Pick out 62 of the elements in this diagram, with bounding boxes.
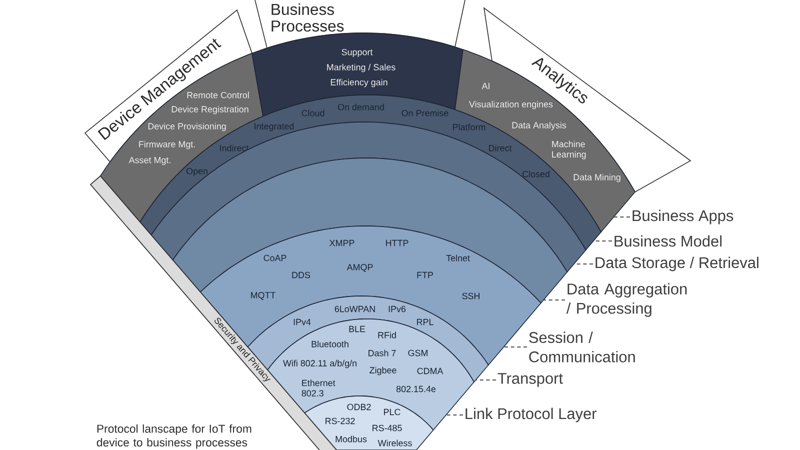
item-label: Dash 7 [368, 350, 396, 356]
item-label: IPv6 [388, 306, 406, 312]
item-label: Asset Mgt. [128, 156, 170, 165]
item-label: SSH [462, 292, 480, 300]
leader-line [446, 414, 463, 416]
item-label: MQTT [251, 292, 276, 300]
item-label: HTTP [386, 240, 408, 246]
layer-label: Transport [498, 373, 563, 387]
item-label: Platform [453, 124, 486, 130]
item-label: RS-485 [372, 424, 402, 432]
item-label: 802.15.4e [396, 386, 436, 392]
item-label: Device Provisioning [148, 122, 226, 132]
item-label: Indirect [220, 144, 249, 152]
item-label: Machine Learning [552, 140, 586, 160]
item-label: IPv4 [294, 318, 311, 326]
item-label: DDS [292, 272, 310, 278]
item-label: Wireless [378, 440, 412, 446]
item-label: Support [342, 48, 373, 58]
item-label: Modbus [336, 436, 367, 442]
item-label: Open [186, 168, 208, 176]
ring-band [172, 158, 568, 304]
item-label: BLE [349, 326, 366, 332]
item-label: Marketing / Sales [327, 64, 396, 72]
layer-label: Link Protocol Layer [466, 408, 596, 422]
layer-label: Business Model [614, 235, 722, 247]
item-label: On demand [338, 104, 384, 110]
leader-line [543, 299, 565, 301]
item-label: Data Analysis [512, 122, 566, 130]
item-label: CoAP [264, 254, 286, 262]
item-label: Direct [489, 144, 512, 152]
item-label: ODB2 [347, 404, 371, 410]
item-label: 6LoWPAN [334, 306, 375, 312]
caption: Protocol lanscape for IoT from device to business processes [96, 424, 252, 449]
item-label: AMQP [346, 264, 373, 272]
layer-label: Data Storage / Retrieval [596, 256, 758, 272]
item-label: Ethernet 802.3 [302, 380, 336, 396]
item-label: Firmware Mgt. [139, 140, 195, 150]
leader-line [614, 216, 630, 218]
item-label: FTP [417, 272, 433, 278]
item-label: On Premise [402, 110, 448, 116]
item-label: RPL [417, 318, 434, 326]
item-label: Closed [522, 170, 550, 178]
leader-line [476, 379, 496, 381]
layer-label: Business Apps [632, 210, 734, 224]
item-label: Data Mining [574, 174, 620, 182]
item-label: Device Registration [172, 106, 248, 114]
item-label: CDMA [417, 368, 444, 374]
item-label: Efficiency gain [330, 78, 388, 88]
leader-line [504, 346, 527, 348]
item-label: PLC [384, 408, 400, 416]
leader-line [574, 263, 593, 265]
heading-tab: Business Processes [254, 0, 466, 49]
item-label: Integrated [254, 122, 294, 132]
layer-label: Session / Communication [529, 332, 635, 362]
item-label: Zigbee [370, 366, 396, 376]
item-label: Telnet [446, 254, 470, 262]
layer-label: Data Aggregation / Processing [566, 283, 687, 317]
item-label: Cloud [302, 110, 324, 116]
item-label: AI [482, 82, 490, 90]
item-label: GSM [408, 350, 428, 356]
item-label: RFid [378, 332, 396, 338]
leader-line [593, 240, 612, 242]
